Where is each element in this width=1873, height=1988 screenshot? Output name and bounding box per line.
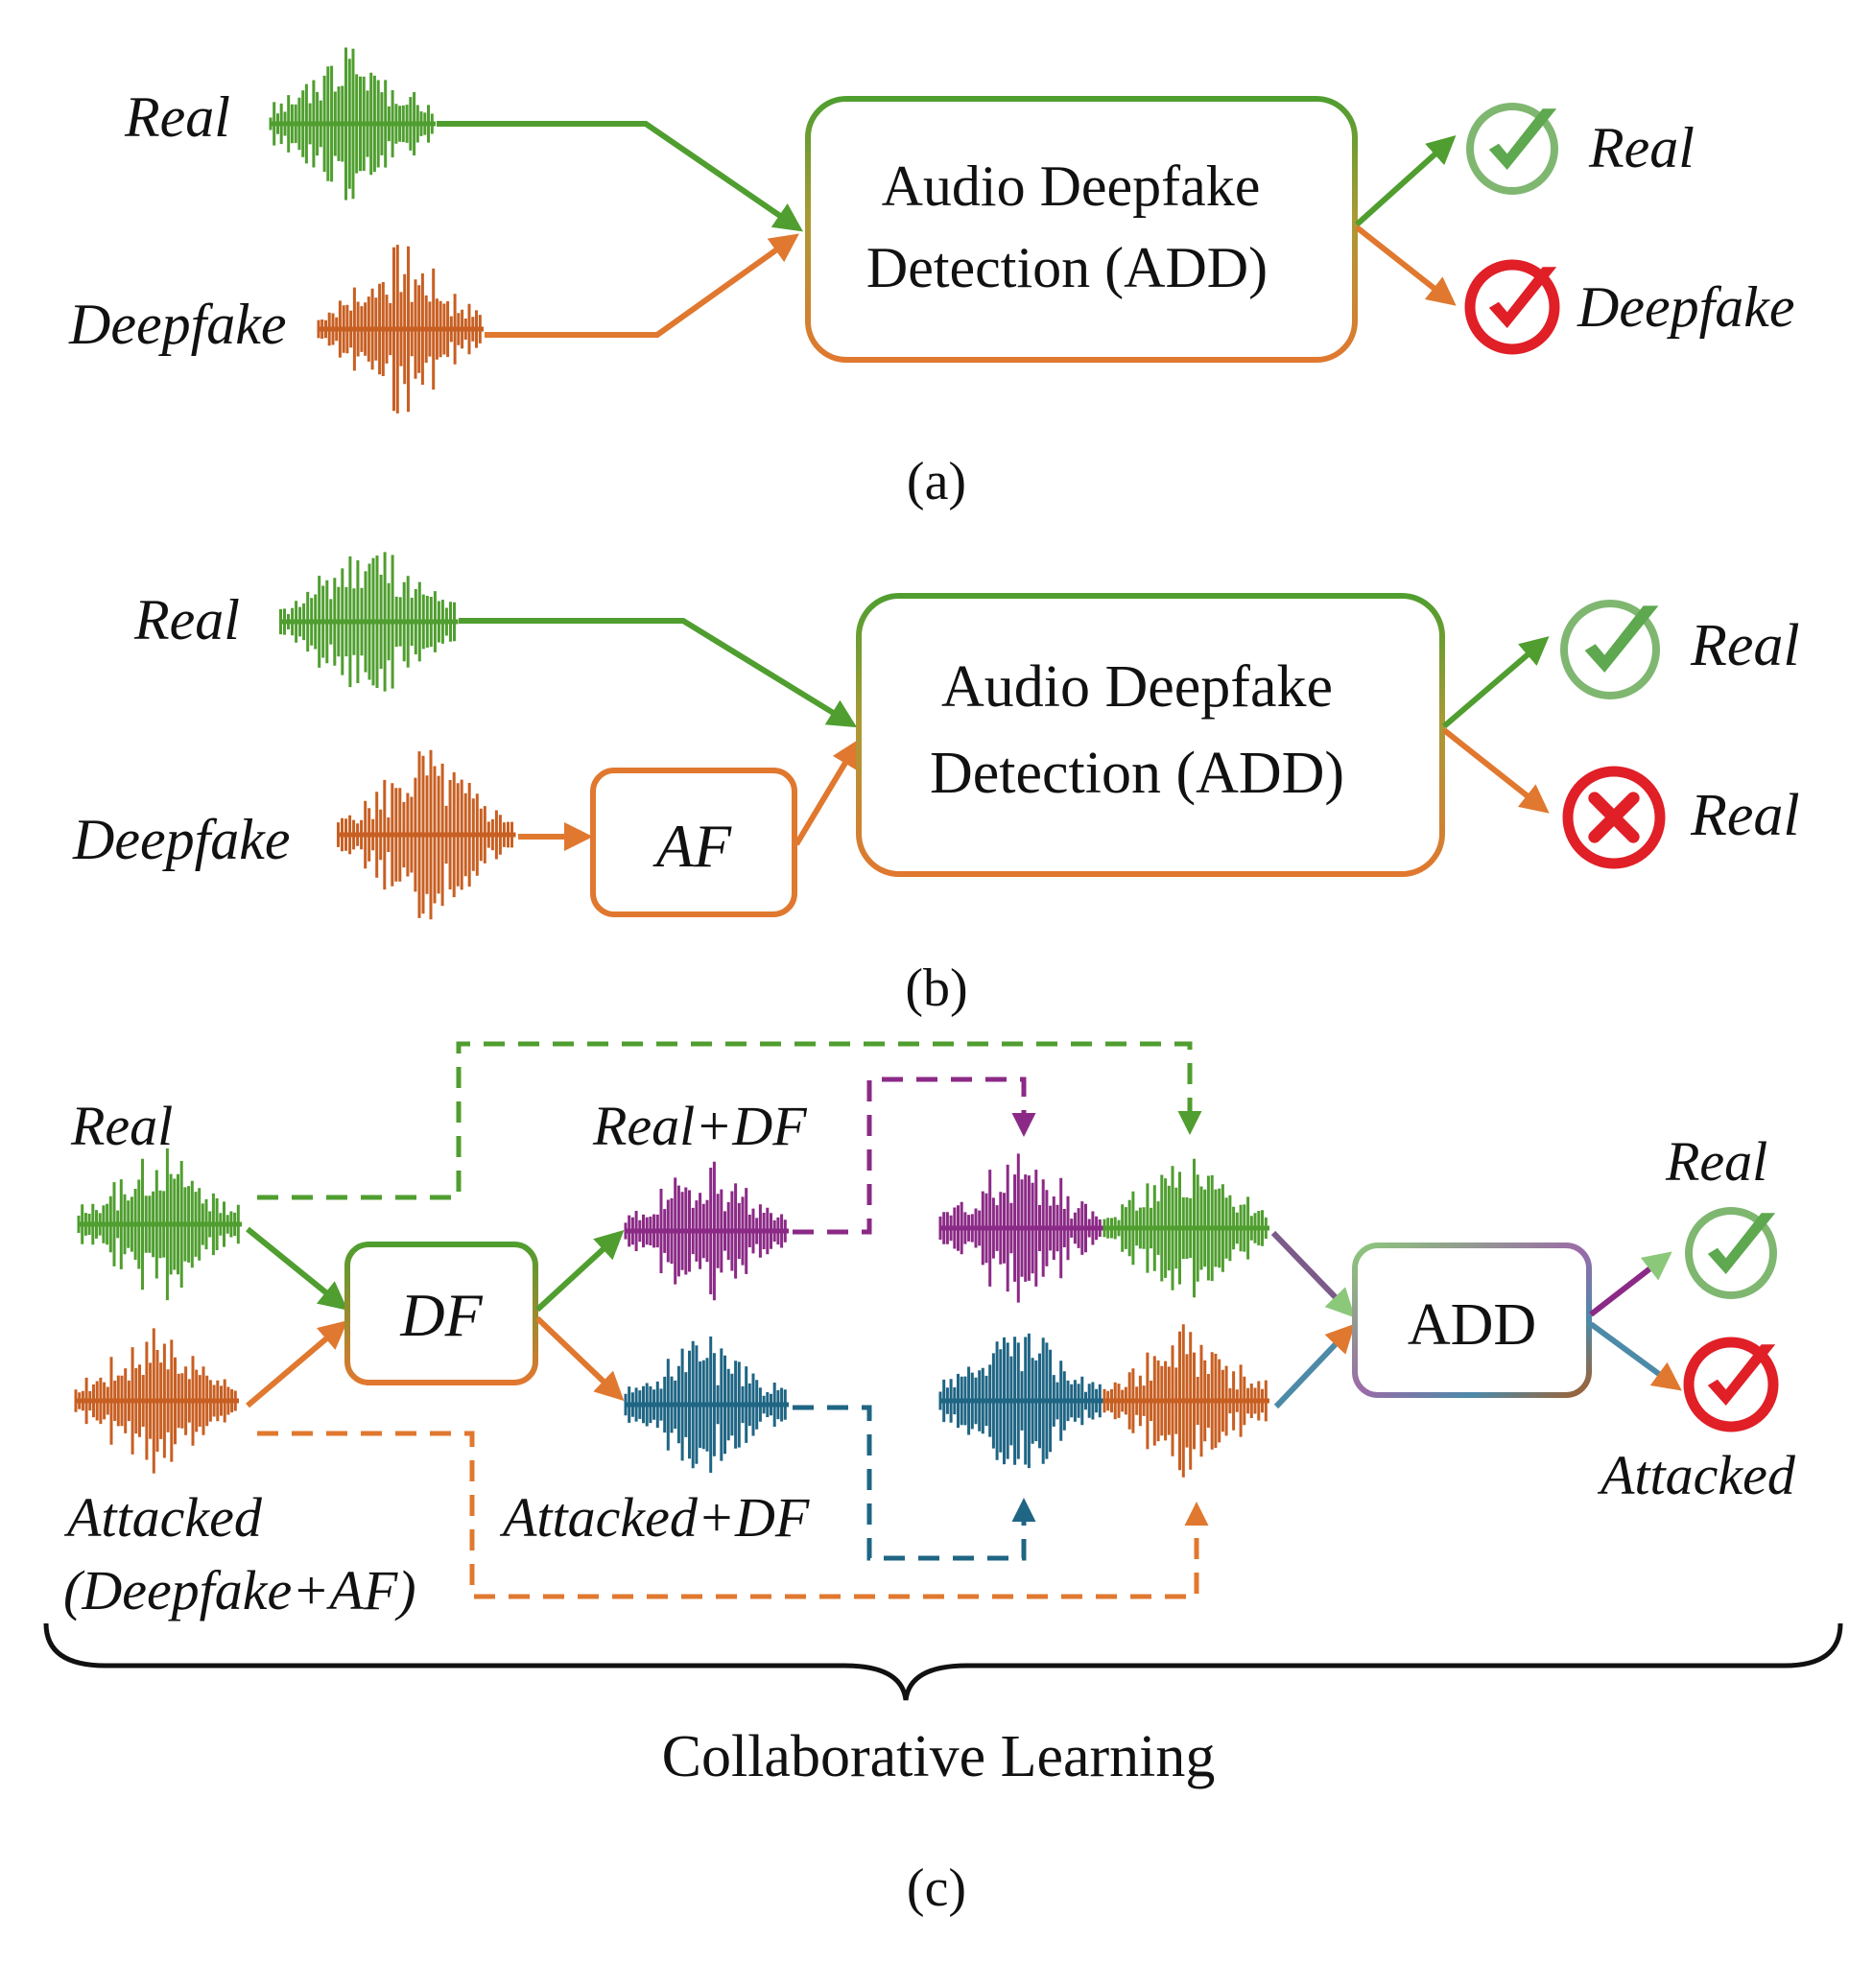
caption-c: (c) [907, 1858, 966, 1918]
label-deepfake-input-b: Deepfake [72, 808, 291, 871]
collaborative-learning-brace [43, 1622, 1843, 1701]
df-box [344, 1242, 538, 1385]
add-box-b-line1: Audio Deepfake [941, 654, 1333, 720]
label-deepfake-output-a: Deepfake [1577, 275, 1795, 339]
add-box-b-line2: Detection (ADD) [930, 741, 1344, 806]
waveform-real-df [624, 1161, 789, 1301]
panel-c: Real Attacked (Deepfake+AF) DF Real+DF A… [43, 1041, 1843, 1918]
label-attacked-input-c-line2: (Deepfake+AF) [63, 1559, 416, 1621]
waveform-attacked-df [624, 1337, 789, 1473]
arrow-df-to-real-df [534, 1229, 625, 1313]
arrow-add-to-attacked-c [1589, 1321, 1682, 1391]
arrow-add-to-real-b [1442, 636, 1550, 729]
label-real-output-c: Real [1665, 1130, 1767, 1193]
waveform-real-c [77, 1148, 242, 1301]
arrow-add-to-real-c [1589, 1251, 1672, 1317]
add-box-a-line1: Audio Deepfake [882, 154, 1261, 218]
arrow-add-to-real-a [1354, 134, 1457, 227]
waveform-real-a [269, 47, 436, 201]
arrow-af-to-add-b [794, 738, 861, 846]
check-mark [1488, 267, 1557, 328]
arrow-combined-top-to-add [1270, 1230, 1356, 1318]
dashed-real-route [257, 1041, 1202, 1200]
cross-red-icon [1562, 766, 1666, 869]
arrow-real-to-df [246, 1226, 348, 1311]
brace-label: Collaborative Learning [662, 1724, 1216, 1789]
label-deepfake-input-a: Deepfake [68, 293, 287, 356]
dashed-real-df-route [793, 1077, 1036, 1235]
check-mark [1584, 605, 1659, 673]
waveform-real-b [279, 552, 459, 692]
check-mark [1488, 108, 1557, 170]
label-real-input-b: Real [133, 588, 240, 651]
label-attacked-df: Attacked+DF [499, 1486, 810, 1549]
add-box-c-label: ADD [1408, 1292, 1536, 1358]
panel-a: Real Deepfake Audio Deepfake Detection (… [68, 47, 1795, 511]
waveform-combined-attacked [1102, 1324, 1269, 1478]
waveform-deepfake-b [337, 749, 516, 920]
df-box-label: DF [399, 1281, 483, 1349]
label-real-input-a: Real [124, 85, 230, 149]
waveform-combined-real-df [938, 1153, 1103, 1303]
arrow-combined-bottom-to-add [1273, 1323, 1356, 1409]
panel-b: Real Deepfake AF Audio Deepfake Detectio… [72, 552, 1800, 1018]
arrow-add-to-deepfake-a [1355, 225, 1457, 306]
check-red-icon [1683, 1337, 1779, 1432]
add-box-a-line2: Detection (ADD) [866, 236, 1268, 299]
af-box-label: AF [652, 812, 732, 880]
check-green-icon [1466, 103, 1558, 195]
label-real-input-c: Real [70, 1095, 173, 1157]
waveform-combined-attacked-df [938, 1333, 1103, 1469]
label-attacked-output-c: Attacked [1597, 1444, 1796, 1506]
label-attacked-input-c-line1: Attacked [63, 1486, 263, 1549]
waveform-attacked-c [74, 1328, 239, 1474]
check-red-icon [1464, 259, 1560, 355]
caption-b: (b) [905, 958, 967, 1018]
label-real-output-b2: Real [1690, 783, 1800, 848]
add-box-c [1352, 1242, 1592, 1398]
add-box-a [805, 96, 1358, 363]
cross-mark [1588, 792, 1640, 843]
arrow-add-to-real2-b [1442, 727, 1550, 814]
arrow-real-to-add-a [437, 121, 803, 232]
add-box-b [856, 593, 1445, 877]
arrow-real-to-add-b [459, 618, 858, 728]
waveform-combined-real [1102, 1158, 1269, 1298]
check-green-icon [1685, 1207, 1777, 1299]
arrow-attacked-to-df [246, 1320, 348, 1408]
label-real-output-b1: Real [1690, 613, 1800, 678]
label-real-df: Real+DF [592, 1095, 807, 1157]
dashed-attacked-df-route [793, 1405, 1036, 1561]
waveform-deepfake-a [317, 245, 484, 414]
caption-a: (a) [907, 452, 966, 511]
check-mark [1707, 1213, 1776, 1274]
arrow-deepfake-to-add-a [485, 233, 799, 338]
arrow-df-to-attacked-df [534, 1315, 625, 1402]
check-green-icon [1560, 600, 1660, 699]
label-real-output-a: Real [1588, 116, 1695, 179]
check-mark [1707, 1344, 1776, 1406]
dashed-attacked-route [257, 1431, 1209, 1599]
